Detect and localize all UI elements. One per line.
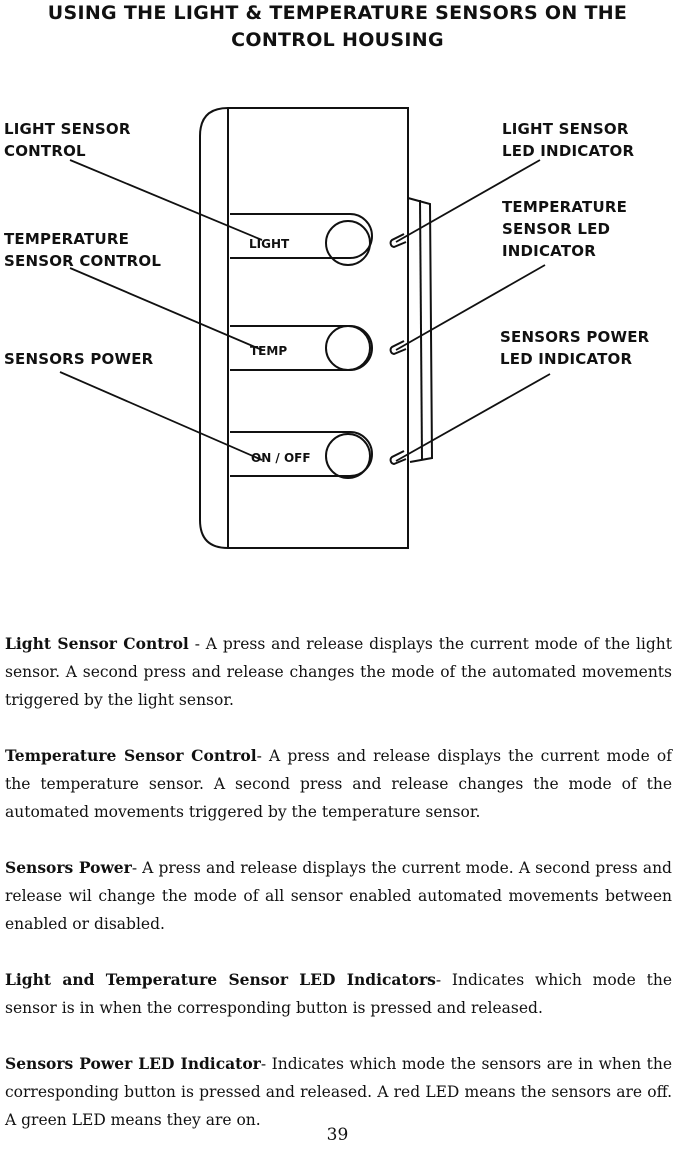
onoff-button-body: [230, 431, 373, 477]
description-term: Temperature Sensor Control: [5, 746, 257, 765]
callout-light-sensor-control: LIGHT SENSOR CONTROL: [4, 120, 131, 160]
description-list: Light Sensor Control - A press and relea…: [5, 630, 672, 1162]
leader-temperature-sensor-control: [69, 267, 263, 351]
description-term: Light and Temperature Sensor LED Indicat…: [5, 970, 436, 989]
power-led-indicator: [389, 450, 407, 466]
light-button-body: [230, 213, 373, 259]
description-text: - A press and release displays the curre…: [5, 747, 672, 821]
housing-outline: [199, 107, 409, 549]
leader-light-led: [395, 159, 541, 243]
leader-power-led: [395, 373, 551, 462]
leader-light-sensor-control: [69, 159, 263, 241]
description-light-sensor-control: Light Sensor Control - A press and relea…: [5, 630, 672, 714]
light-button-knob: [325, 220, 371, 266]
callout-temperature-sensor-led: TEMPERATURE SENSOR LED INDICATOR: [502, 198, 628, 260]
description-term: Light Sensor Control: [5, 634, 189, 653]
description-text: - Indicates which mode the sensors are i…: [5, 1055, 672, 1129]
callout-light-sensor-led: LIGHT SENSOR LED INDICATOR: [502, 120, 635, 160]
light-button-label: LIGHT: [249, 237, 290, 251]
callout-sensors-power-led: SENSORS POWER LED INDICATOR: [500, 328, 650, 368]
description-sensors-power-led: Sensors Power LED Indicator- Indicates w…: [5, 1050, 672, 1134]
light-led-indicator: [389, 233, 407, 249]
callout-temperature-sensor-control: TEMPERATURE SENSOR CONTROL: [4, 230, 162, 270]
onoff-button-knob: [325, 433, 371, 479]
callout-sensors-power: SENSORS POWER: [4, 350, 154, 368]
description-sensor-led-indicators: Light and Temperature Sensor LED Indicat…: [5, 966, 672, 1022]
description-temperature-sensor-control: Temperature Sensor Control- A press and …: [5, 742, 672, 826]
temp-led-indicator: [389, 340, 407, 356]
description-term: Sensors Power: [5, 858, 132, 877]
description-text: - A press and release displays the curre…: [5, 635, 672, 709]
onoff-button-label: ON / OFF: [251, 451, 311, 465]
page-title: USING THE LIGHT & TEMPERATURE SENSORS ON…: [47, 2, 628, 51]
description-sensors-power: Sensors Power- A press and release displ…: [5, 854, 672, 938]
description-text: - Indicates which mode the sensor is in …: [5, 971, 672, 1017]
control-housing-drawing: [59, 107, 551, 549]
description-term: Sensors Power LED Indicator: [5, 1054, 261, 1073]
temp-button-knob: [325, 325, 371, 371]
description-text: - A press and release displays the curre…: [5, 859, 672, 933]
leader-sensors-power: [59, 371, 263, 461]
control-housing-diagram: LIGHT SENSOR CONTROL TEMPERATURE SENSOR …: [0, 90, 675, 570]
temp-button-label: TEMP: [250, 344, 288, 358]
page-number: 39: [326, 1125, 349, 1145]
leader-temperature-led: [395, 264, 546, 351]
